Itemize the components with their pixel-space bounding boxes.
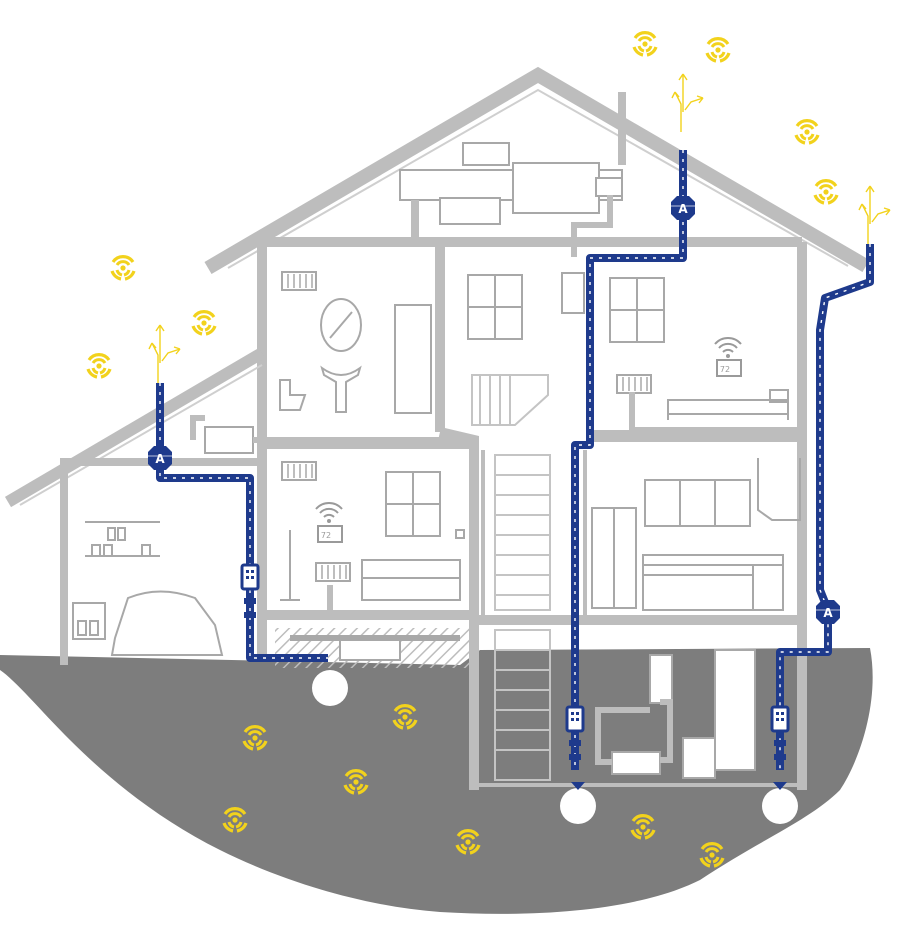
svg-text:72: 72 [720, 365, 730, 374]
attic-hvac-equipment [399, 142, 623, 240]
kitchen [591, 458, 801, 611]
window-upstairs-hall [467, 274, 523, 340]
basement-appliances [595, 649, 756, 779]
svg-text:A: A [678, 202, 688, 216]
svg-text:A: A [155, 452, 165, 466]
vent-bedroom [616, 374, 652, 394]
living-room-furniture [280, 529, 465, 601]
bedroom-bed [667, 389, 789, 420]
exhaust-plume [148, 324, 181, 384]
bathroom-fixtures [279, 298, 432, 414]
suction-pit-basement [560, 788, 596, 824]
manometer-gauge-icon [240, 563, 260, 591]
staircase [471, 374, 551, 781]
manometer-gauge-icon [770, 705, 790, 733]
radon-fan-icon: A [670, 196, 696, 220]
soil-ground [0, 648, 873, 914]
smart-thermostat-bedroom: 72 [714, 336, 742, 377]
manometer-gauge-icon [565, 705, 585, 733]
smart-thermostat-living: 72 [315, 501, 343, 543]
exhaust-plume [858, 185, 891, 245]
suction-pits [312, 670, 798, 824]
svg-text:72: 72 [321, 531, 331, 540]
suction-pit-right [762, 788, 798, 824]
vent-bathroom [281, 271, 317, 291]
svg-text:A: A [823, 606, 833, 620]
vent-floor [315, 562, 351, 582]
radon-fan-icon: A [815, 600, 841, 624]
window-living-room [385, 471, 441, 537]
window-bedroom [609, 277, 665, 343]
radon-fan-icon: A [147, 446, 173, 470]
house-structure [4, 66, 870, 790]
hvac-ductwork [190, 195, 802, 612]
garage-contents [72, 521, 224, 656]
vent-living-room [281, 461, 317, 481]
suction-pit-crawlspace [312, 670, 348, 706]
exhaust-plume [671, 73, 704, 133]
